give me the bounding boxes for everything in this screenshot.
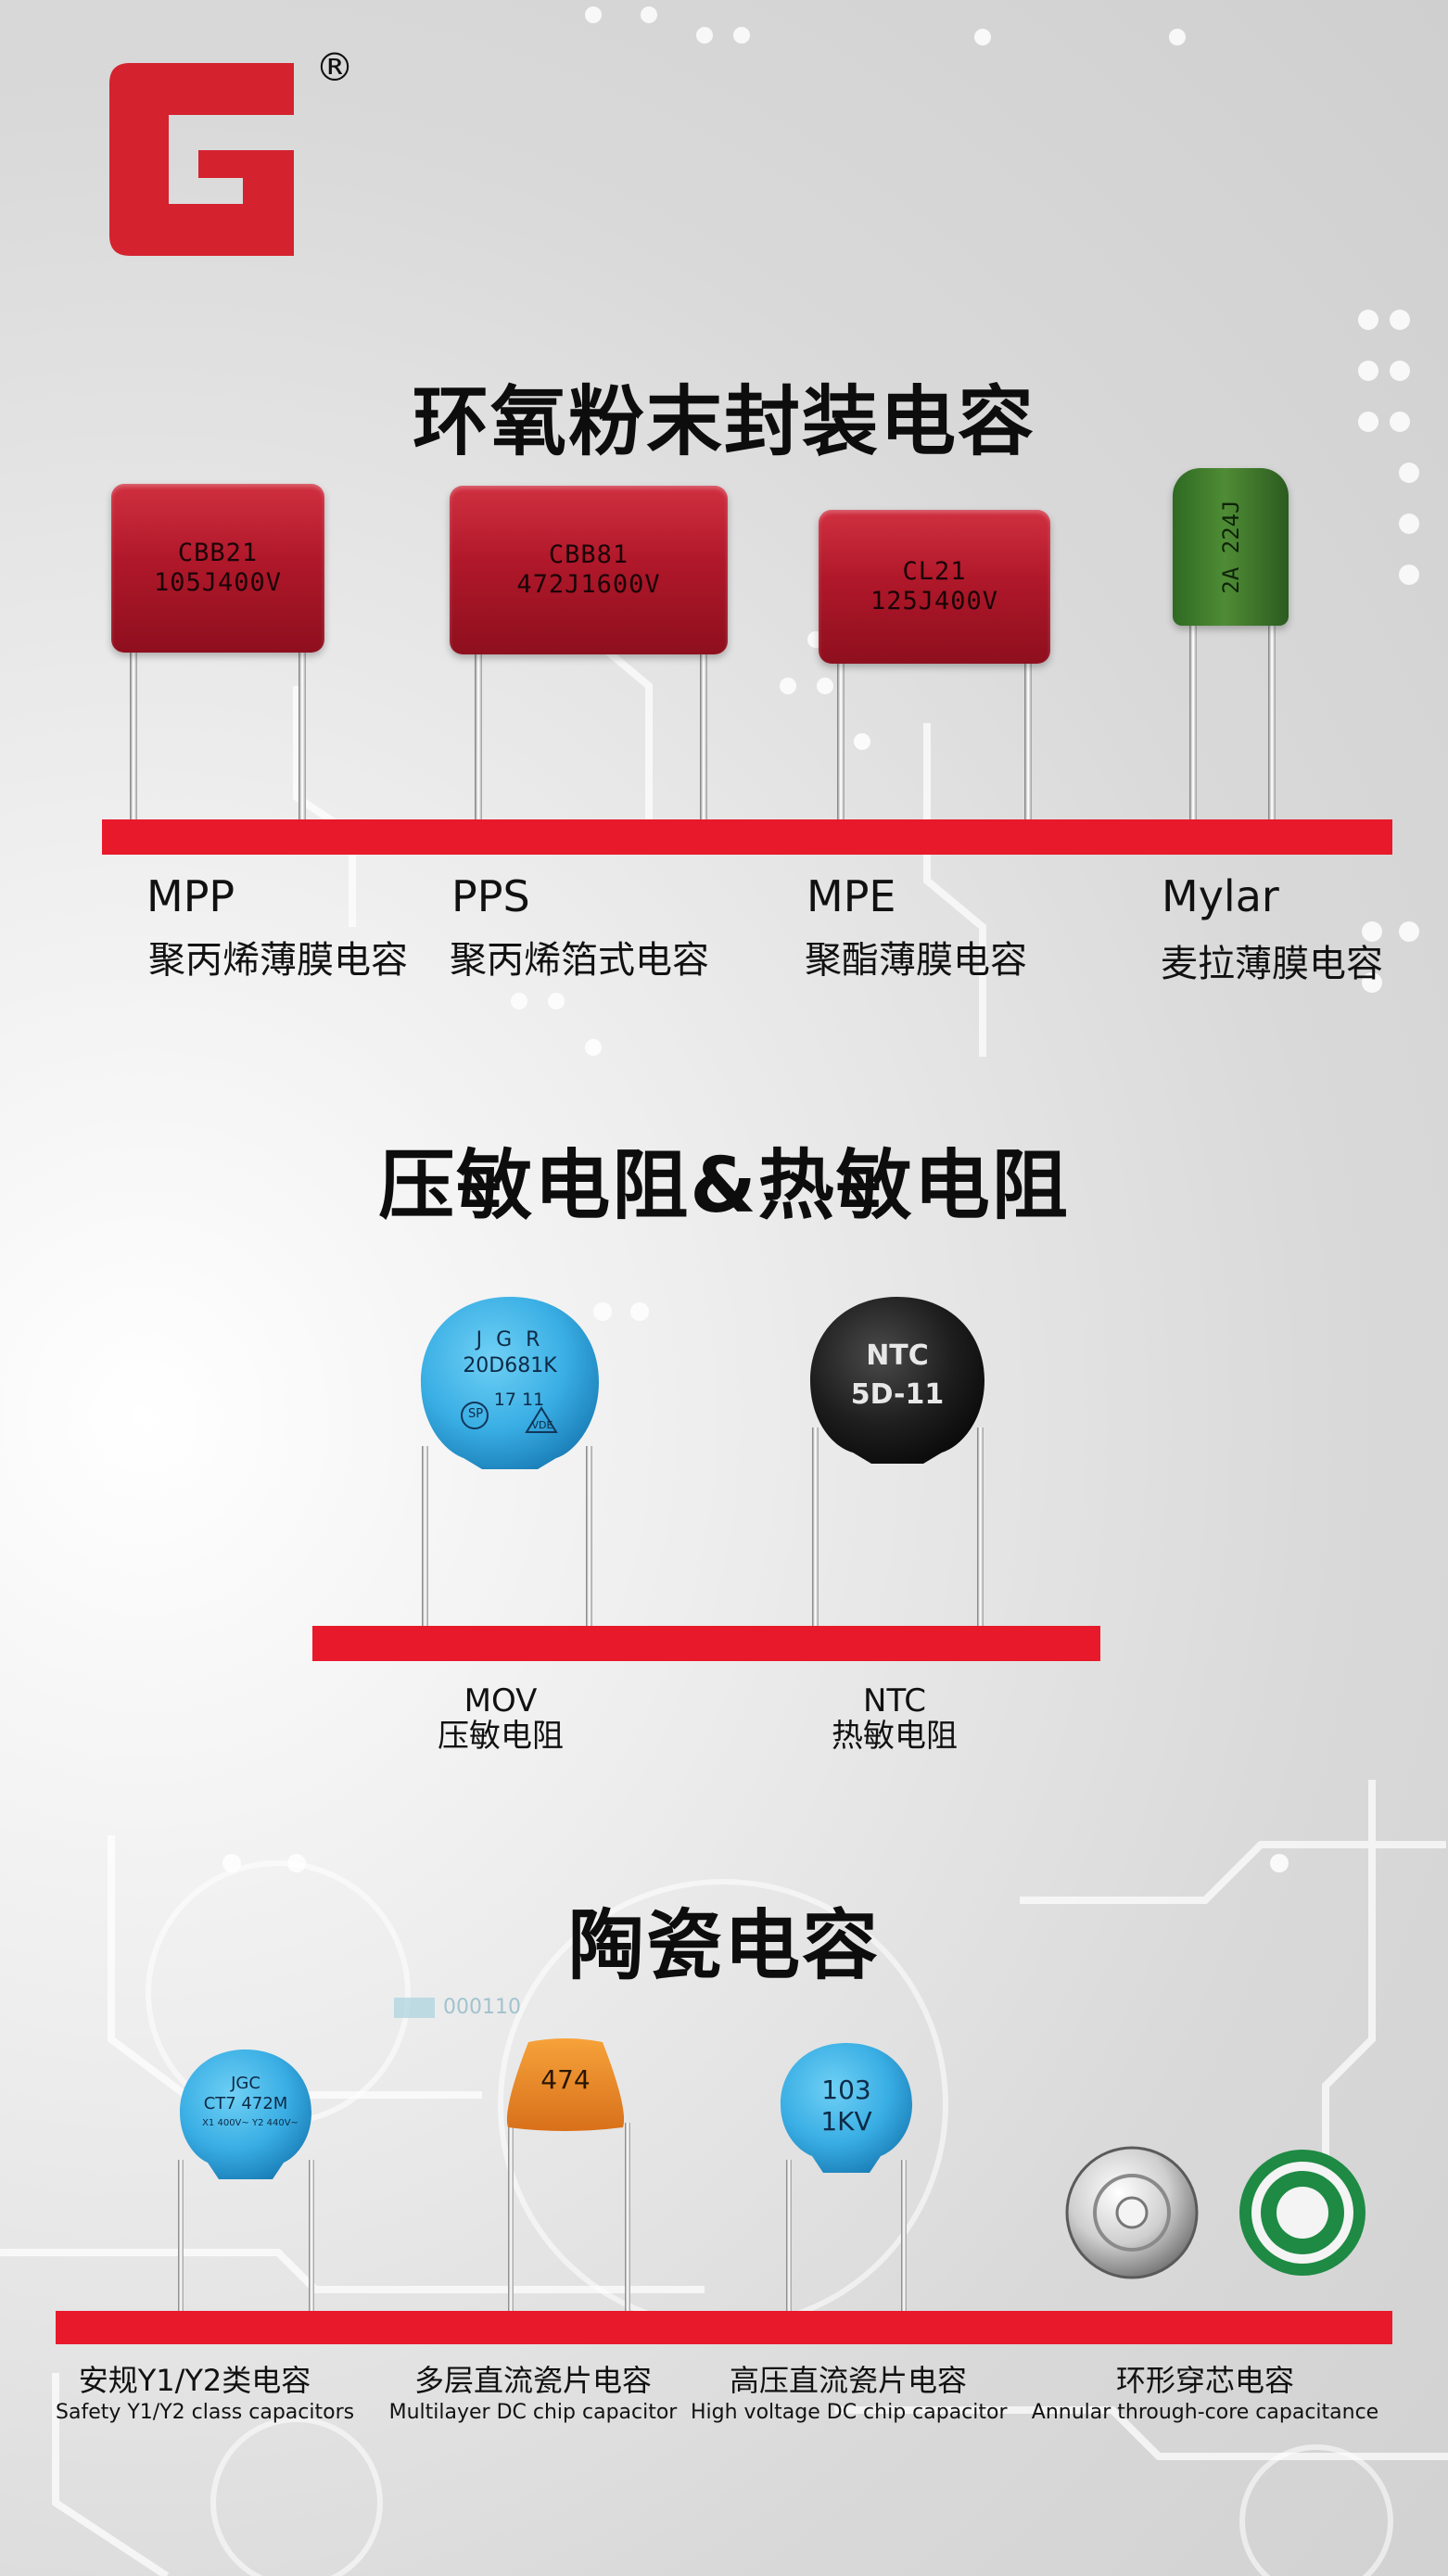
section-title-epoxy: 环氧粉末封装电容 [412,378,1035,466]
cl21-capacitor: CL21 125J400V [819,510,1050,664]
mov-marking: J G R [476,1328,544,1351]
product-name-safety-en: Safety Y1/Y2 class capacitors [56,2401,355,2424]
capacitor-marking: CL21 [902,557,967,586]
ntc-marking: 5D-11 [850,1378,945,1411]
capacitor-marking: 474 [540,2064,591,2095]
lead-wire [475,640,482,825]
lead-wire [977,1428,984,1631]
product-name-mov: 压敏电阻 [438,1718,564,1755]
section-title-ceramic: 陶瓷电容 [567,1902,880,1990]
high-voltage-chip-capacitor: 103 1KV [777,2039,916,2178]
product-name-hv-en: High voltage DC chip capacitor [691,2401,1008,2424]
lead-wire [422,1446,428,1631]
company-logo [109,63,294,256]
lead-wire [1189,612,1197,825]
product-name-pps: 聚丙烯箔式电容 [450,939,709,982]
lead-wire [1024,649,1032,825]
capacitor-marking: 125J400V [870,587,999,615]
label-mov: MOV 压敏电阻 [362,1683,640,1754]
red-base-bar [312,1626,1100,1661]
safety-y-capacitor: JGC CT7 472M X1 400V~ Y2 440V~ [176,2046,315,2185]
lead-wire [178,2160,184,2317]
red-base-bar [102,819,1392,855]
product-name-safety-cn: 安规Y1/Y2类电容 [78,2363,311,2398]
silver-ring-capacitor [1065,2146,1199,2279]
capacitor-marking: CBB21 [177,539,259,567]
lead-wire [625,2123,630,2317]
lead-wire [812,1428,819,1631]
product-name-annular-cn: 环形穿芯电容 [1115,2363,1294,2398]
capacitor-marking: 103 [821,2075,871,2105]
capacitor-marking: 2A 224J [1217,500,1244,594]
svg-text:000110: 000110 [443,1996,521,2019]
capacitor-marking: CBB81 [548,540,629,569]
lead-wire [586,1446,592,1631]
capacitor-marking: 105J400V [153,568,283,597]
product-name-ntc: 热敏电阻 [832,1718,958,1755]
cbb21-capacitor: CBB21 105J400V [111,484,324,653]
cert-mark: SP [467,1407,484,1421]
lead-wire [901,2160,907,2317]
lead-wire [1268,612,1276,825]
mov-marking: 17 11 [493,1390,545,1410]
label-ntc: NTC 热敏电阻 [756,1683,1034,1754]
product-code-ntc: NTC [863,1682,926,1719]
product-code-pps: PPS [451,871,530,921]
product-name-annular-en: Annular through-core capacitance [1031,2401,1379,2424]
mylar-capacitor: 2A 224J [1173,468,1289,626]
vde-mark: VDE [531,1419,553,1431]
product-name-multilayer-en: Multilayer DC chip capacitor [388,2401,678,2424]
product-name-mpe: 聚酯薄膜电容 [805,939,1027,982]
product-code-mylar: Mylar [1162,871,1279,921]
capacitor-marking: 472J1600V [516,570,661,599]
product-code-mpe: MPE [807,871,896,921]
ntc-marking: NTC [866,1339,929,1372]
lead-wire [309,2160,314,2317]
product-name-mpp: 聚丙烯薄膜电容 [148,939,408,982]
ntc-disc-shape [810,1297,984,1464]
product-code-mov: MOV [464,1682,538,1719]
product-code-mpp: MPP [146,871,235,921]
registered-mark: ® [315,44,354,90]
red-base-bar [56,2311,1392,2344]
green-ring-capacitor [1239,2150,1365,2276]
mov-disc-shape [421,1297,599,1469]
lead-wire [508,2123,514,2317]
product-name-hv-cn: 高压直流瓷片电容 [729,2363,967,2398]
section-title-resistors: 压敏电阻&热敏电阻 [378,1142,1070,1230]
lead-wire [700,640,707,825]
capacitor-marking: 1KV [820,2106,872,2137]
lead-wire [786,2160,792,2317]
product-name-multilayer-cn: 多层直流瓷片电容 [413,2363,652,2398]
ntc-thermistor: NTC 5D-11 [805,1293,990,1469]
capacitor-marking: CT7 472M [203,2094,288,2113]
lead-wire [837,649,845,825]
capacitor-marking: JGC [231,2074,260,2093]
cbb81-capacitor: CBB81 472J1600V [450,486,728,654]
multilayer-chip-capacitor: 474 [501,2035,630,2137]
product-name-mylar: 麦拉薄膜电容 [1161,943,1383,985]
lead-wire [130,640,137,825]
capacitor-marking: X1 400V~ Y2 440V~ [202,2118,298,2128]
lead-wire [298,640,306,825]
mov-varistor: J G R 20D681K 17 11 SP VDE [417,1293,603,1474]
mov-marking: 20D681K [463,1354,557,1377]
